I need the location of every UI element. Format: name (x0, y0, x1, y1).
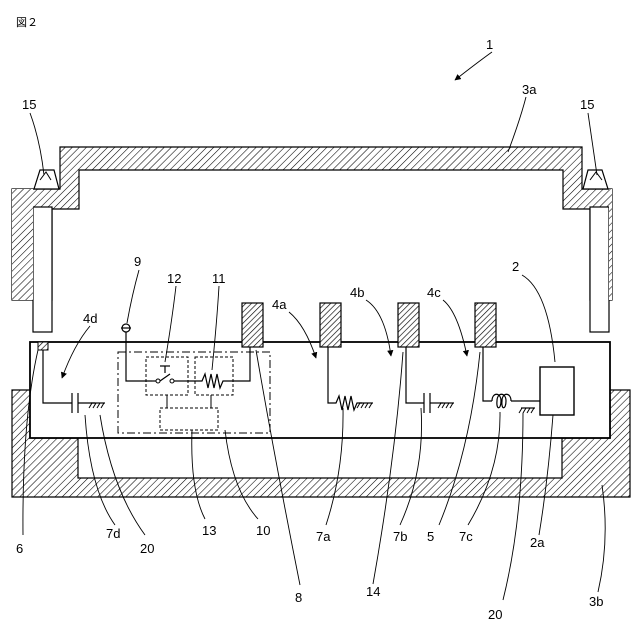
upper-cover-3a (12, 147, 612, 300)
label-14: 14 (366, 584, 380, 599)
label-20-right: 20 (488, 607, 502, 622)
label-11: 11 (212, 271, 226, 286)
label-12: 12 (167, 271, 181, 286)
label-15-right: 15 (580, 97, 594, 112)
label-9: 9 (134, 254, 141, 269)
label-3a: 3a (522, 82, 537, 97)
ground-contact-6 (38, 342, 48, 350)
label-7b: 7b (393, 529, 407, 544)
label-3b: 3b (589, 594, 603, 609)
label-8: 8 (295, 590, 302, 605)
figure-title: 図２ (16, 16, 38, 29)
label-5: 5 (427, 529, 434, 544)
leader-lines (23, 52, 605, 600)
ic-chip-2a (540, 367, 574, 415)
label-1: 1 (486, 37, 493, 52)
contact-pad-4a (320, 303, 341, 347)
label-4b: 4b (350, 285, 364, 300)
label-4a: 4a (272, 297, 287, 312)
label-2a: 2a (530, 535, 545, 550)
contact-pad-4b (398, 303, 419, 347)
label-4d: 4d (83, 311, 97, 326)
label-10: 10 (256, 523, 270, 538)
label-7c: 7c (459, 529, 473, 544)
label-2: 2 (512, 259, 519, 274)
label-6: 6 (16, 541, 23, 556)
upper-cover-inner-wall-left (33, 207, 52, 332)
contact-pad-8 (242, 303, 263, 347)
contact-pad-4c (475, 303, 496, 347)
label-4c: 4c (427, 285, 441, 300)
upper-cover-inner-wall-right (590, 207, 609, 332)
label-7d: 7d (106, 526, 120, 541)
label-7a: 7a (316, 529, 331, 544)
label-15-left: 15 (22, 97, 36, 112)
label-13: 13 (202, 523, 216, 538)
label-20-left: 20 (140, 541, 154, 556)
